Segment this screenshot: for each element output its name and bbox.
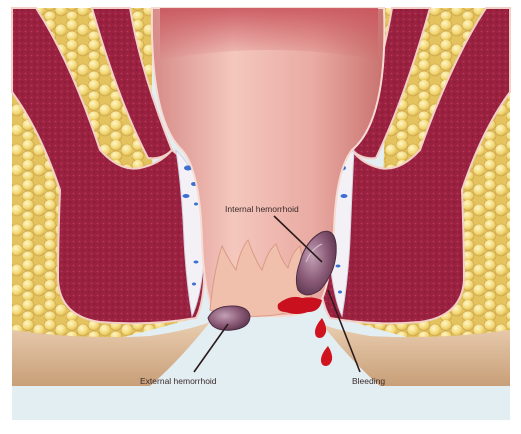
- external-hemorrhoid-label: External hemorrhoid: [140, 376, 217, 386]
- internal-hemorrhoid-label: Internal hemorrhoid: [225, 204, 299, 214]
- bleeding-label: Bleeding: [352, 376, 385, 386]
